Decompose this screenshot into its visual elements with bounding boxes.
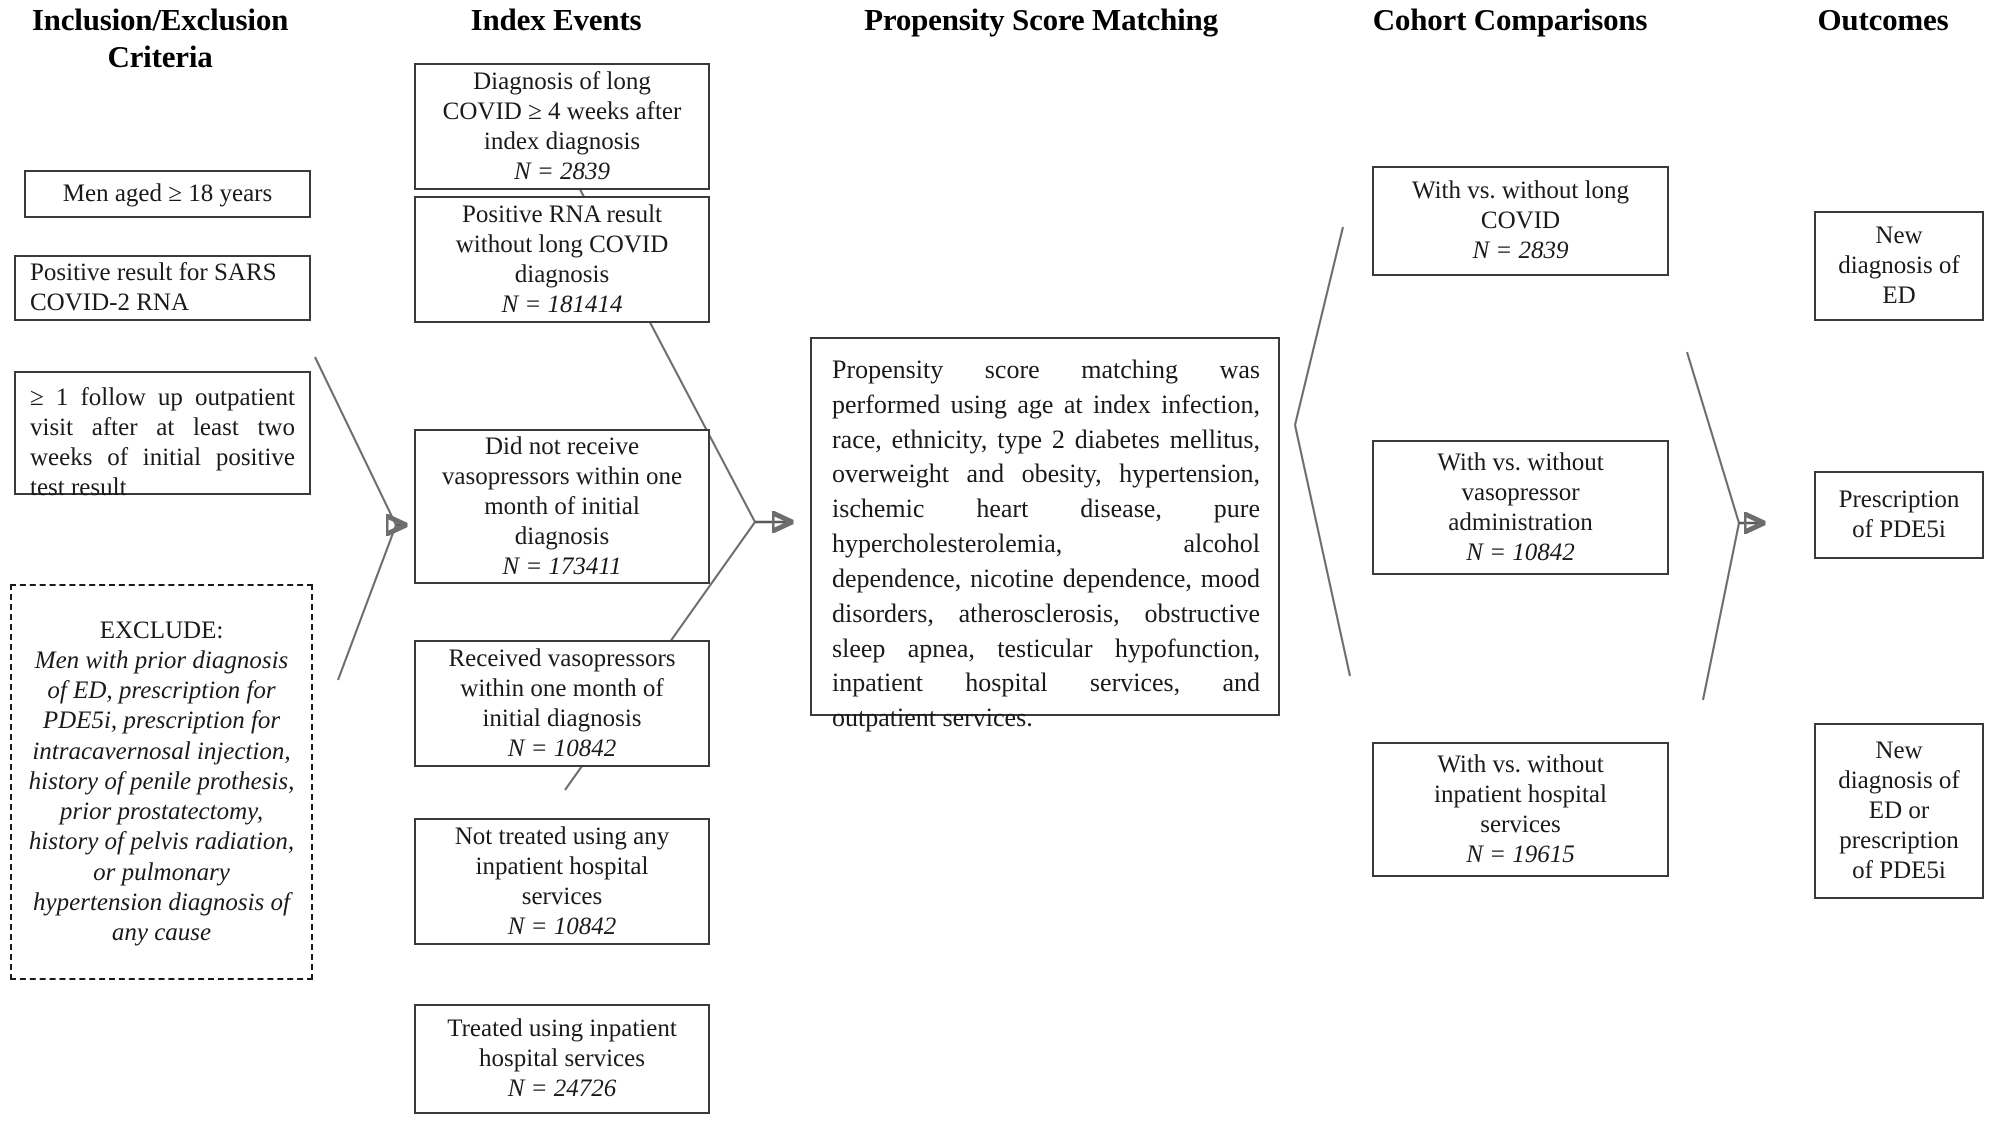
index-event-3-line1: Did not receive xyxy=(484,432,640,460)
index-event-2-line3: diagnosis xyxy=(514,260,610,288)
index-event-4-line3: initial diagnosis xyxy=(482,704,642,732)
psm-description-text: Propensity score matching was performed … xyxy=(832,355,1260,733)
column-title-index-events: Index Events xyxy=(406,2,706,39)
connector-psm-to-cohorts-lower xyxy=(1293,424,1352,677)
column-title-cohorts-label: Cohort Comparisons xyxy=(1372,2,1648,37)
index-event-3-n: N = 173411 xyxy=(502,552,622,580)
index-event-6-line1: Treated using inpatient xyxy=(447,1015,677,1042)
index-event-5-n: N = 10842 xyxy=(507,912,617,940)
index-event-2-n: N = 181414 xyxy=(501,290,623,318)
index-event-4-line2: within one month of xyxy=(460,674,664,702)
index-event-1-line2: COVID ≥ 4 weeks after xyxy=(442,97,682,125)
index-event-box-received-vasopressors: Received vasopressors within one month o… xyxy=(414,640,710,767)
index-event-4-n: N = 10842 xyxy=(507,734,617,762)
outcome-2-line1: Prescription xyxy=(1838,486,1960,513)
cohort-3-line1: With vs. without xyxy=(1437,750,1604,778)
column-title-psm-label: Propensity Score Matching xyxy=(864,2,1218,37)
connector-cohorts-to-outcomes-upper xyxy=(1685,351,1741,524)
index-event-5-line1: Not treated using any xyxy=(454,822,670,850)
outcome-box-pde5i-prescription: Prescription of PDE5i xyxy=(1814,471,1984,559)
exclude-body-text: Men with prior diagnosis of ED, prescrip… xyxy=(28,646,295,947)
index-event-1-n: N = 2839 xyxy=(513,157,611,185)
cohort-1-n: N = 2839 xyxy=(1472,237,1569,264)
inclusion-box-age: Men aged ≥ 18 years xyxy=(24,170,311,218)
cohort-3-line3: services xyxy=(1480,810,1561,838)
cohort-2-line1: With vs. without xyxy=(1437,448,1604,476)
index-event-box-no-inpatient: Not treated using any inpatient hospital… xyxy=(414,818,710,945)
outcome-2-line2: of PDE5i xyxy=(1852,516,1946,543)
outcome-1-line2: diagnosis of xyxy=(1838,252,1960,279)
inclusion-box-positive-rna: Positive result for SARS COVID-2 RNA xyxy=(14,255,311,321)
outcome-1-line3: ED xyxy=(1882,282,1916,309)
outcome-box-new-ed-diagnosis: New diagnosis of ED xyxy=(1814,211,1984,321)
outcome-3-line2: diagnosis of xyxy=(1838,767,1960,794)
index-event-3-line3: month of initial xyxy=(484,492,640,520)
index-event-2-line2: without long COVID xyxy=(455,230,669,258)
inclusion-box-followup-visit: ≥ 1 follow up outpatient visit after at … xyxy=(14,371,311,501)
column-title-outcomes-label: Outcomes xyxy=(1817,2,1949,37)
psm-description-box: Propensity score matching was performed … xyxy=(810,337,1280,732)
index-event-5-line2: inpatient hospital xyxy=(475,852,649,880)
index-event-box-long-covid: Diagnosis of long COVID ≥ 4 weeks after … xyxy=(414,63,710,190)
connector-inclusion-to-index-lower xyxy=(337,524,397,681)
cohort-3-line2: inpatient hospital xyxy=(1434,780,1607,808)
outcome-box-new-ed-or-pde5i: New diagnosis of ED or prescription of P… xyxy=(1814,723,1984,899)
column-title-inclusion-line1: Inclusion/Exclusion xyxy=(31,2,289,37)
cohort-box-inpatient-hospital: With vs. without inpatient hospital serv… xyxy=(1372,742,1669,877)
index-event-box-no-vasopressors: Did not receive vasopressors within one … xyxy=(414,429,710,584)
column-title-inclusion-exclusion: Inclusion/Exclusion Criteria xyxy=(0,2,320,75)
inclusion-age-text: Men aged ≥ 18 years xyxy=(62,180,273,207)
column-title-cohort-comparisons: Cohort Comparisons xyxy=(1340,2,1680,39)
cohort-3-n: N = 19615 xyxy=(1466,840,1575,868)
column-title-propensity-score-matching: Propensity Score Matching xyxy=(806,2,1276,39)
inclusion-followup-text: ≥ 1 follow up outpatient visit after at … xyxy=(30,384,295,501)
outcome-3-line4: prescription xyxy=(1839,827,1959,854)
index-event-1-line3: index diagnosis xyxy=(483,127,641,155)
outcome-3-line5: of PDE5i xyxy=(1852,857,1946,884)
index-event-3-line4: diagnosis xyxy=(514,522,610,550)
cohort-box-vasopressor: With vs. without vasopressor administrat… xyxy=(1372,440,1669,575)
index-event-2-line1: Positive RNA result xyxy=(461,200,662,228)
connector-cohorts-to-outcomes-lower xyxy=(1701,522,1741,701)
index-event-5-line3: services xyxy=(521,882,603,910)
connector-inclusion-to-index-upper xyxy=(314,356,397,526)
cohort-box-long-covid: With vs. without long COVID N = 2839 xyxy=(1372,166,1669,276)
inclusion-positive-rna-line2: COVID-2 RNA xyxy=(30,289,190,316)
exclude-heading: EXCLUDE: xyxy=(99,616,224,644)
cohort-1-line1: With vs. without long xyxy=(1411,177,1630,204)
index-event-box-positive-rna-no-long-covid: Positive RNA result without long COVID d… xyxy=(414,196,710,323)
cohort-2-line3: administration xyxy=(1448,508,1593,536)
index-event-4-line1: Received vasopressors xyxy=(448,644,676,672)
cohort-2-line2: vasopressor xyxy=(1461,478,1580,506)
outcome-3-line3: ED or xyxy=(1868,797,1930,824)
outcome-1-line1: New xyxy=(1875,222,1923,249)
column-title-outcomes: Outcomes xyxy=(1770,2,1996,39)
cohort-1-line2: COVID xyxy=(1480,207,1561,234)
cohort-2-n: N = 10842 xyxy=(1466,538,1575,566)
index-event-6-line2: hospital services xyxy=(479,1045,645,1072)
index-event-1-line1: Diagnosis of long xyxy=(473,67,651,95)
index-event-6-n: N = 24726 xyxy=(507,1075,617,1102)
outcome-3-line1: New xyxy=(1875,737,1923,764)
index-event-box-treated-inpatient: Treated using inpatient hospital service… xyxy=(414,1004,710,1114)
column-title-index-events-label: Index Events xyxy=(470,2,642,37)
inclusion-box-exclude: EXCLUDE: Men with prior diagnosis of ED,… xyxy=(10,584,313,980)
column-title-inclusion-line2: Criteria xyxy=(107,38,213,74)
inclusion-positive-rna-line1: Positive result for SARS xyxy=(30,259,277,286)
connector-psm-to-cohorts-upper xyxy=(1293,226,1345,426)
index-event-3-line2: vasopressors within one xyxy=(441,462,683,490)
